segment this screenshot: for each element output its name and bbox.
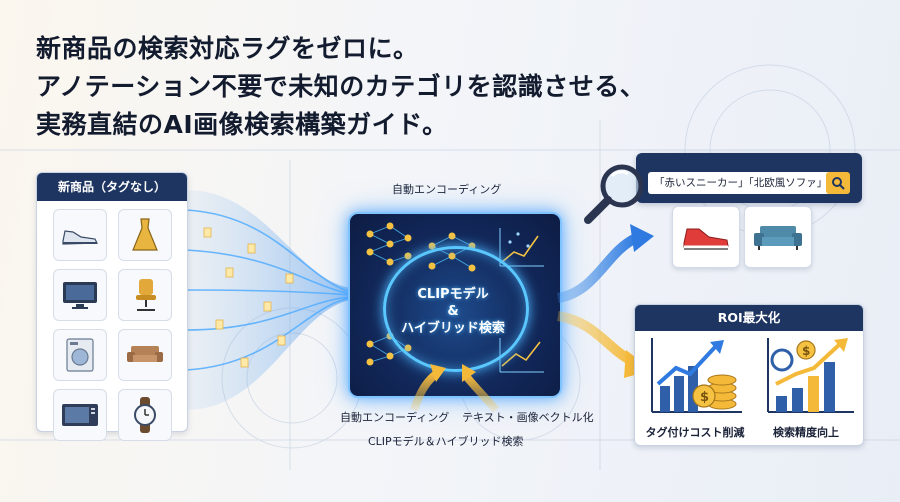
sofa-icon (117, 329, 172, 381)
headline-line-2: アノテーション不要で未知のカテゴリを認識させる、 (36, 72, 646, 101)
svg-text:$: $ (802, 344, 810, 358)
red-sneaker-icon (683, 228, 729, 250)
vectorization-label: テキスト・画像ベクトル化 (462, 411, 594, 424)
search-icon (832, 177, 845, 190)
monitor-icon (52, 269, 107, 321)
clip-title-line-3: ハイブリッド検索 (401, 321, 505, 336)
clip-model-title: CLIPモデル & ハイブリッド検索 (360, 286, 546, 337)
new-products-panel: 新商品（タグなし） (36, 172, 188, 441)
headline: 新商品の検索対応ラグをゼロに。 アノテーション不要で未知のカテゴリを認識させる、… (36, 30, 676, 144)
clip-model-ring (383, 246, 529, 372)
product-data-stream (186, 190, 352, 410)
clip-title-line-1: CLIPモデル (417, 287, 489, 302)
magnifier-icon (584, 164, 644, 224)
blue-sofa-icon (754, 226, 802, 250)
result-card-sofa[interactable] (744, 206, 812, 268)
bottom-caption: CLIPモデル＆ハイブリッド検索 (368, 435, 524, 448)
search-button[interactable] (826, 172, 850, 194)
accuracy-improvement-label: 検索精度向上 (773, 426, 839, 439)
svg-text:$: $ (700, 390, 709, 405)
auto-encoding-bottom-label: 自動エンコーディング (340, 411, 450, 424)
accuracy-improvement-chart-icon: $ (767, 338, 854, 413)
auto-encoding-top-label: 自動エンコーディング (392, 183, 502, 196)
cost-reduction-label: タグ付けコスト削減 (645, 426, 745, 439)
headline-line-3: 実務直結のAI画像検索構築ガイド。 (36, 110, 448, 139)
dress-icon (117, 209, 172, 261)
roi-title: ROI最大化 (635, 305, 863, 331)
result-card-sneaker[interactable] (672, 206, 740, 268)
search-input[interactable]: 「赤いスニーカー」「北欧風ソファ」 (648, 172, 834, 194)
wristwatch-icon (117, 389, 172, 441)
clip-title-line-2: & (447, 304, 459, 319)
headline-line-1: 新商品の検索対応ラグをゼロに。 (36, 34, 419, 63)
cost-reduction-chart-icon: $ (651, 338, 742, 413)
new-products-title: 新商品（タグなし） (37, 173, 187, 201)
office-chair-icon (117, 269, 172, 321)
sneaker-icon (52, 209, 107, 261)
input-arrows (410, 364, 500, 413)
microwave-icon (52, 389, 107, 441)
washing-machine-icon (52, 329, 107, 381)
